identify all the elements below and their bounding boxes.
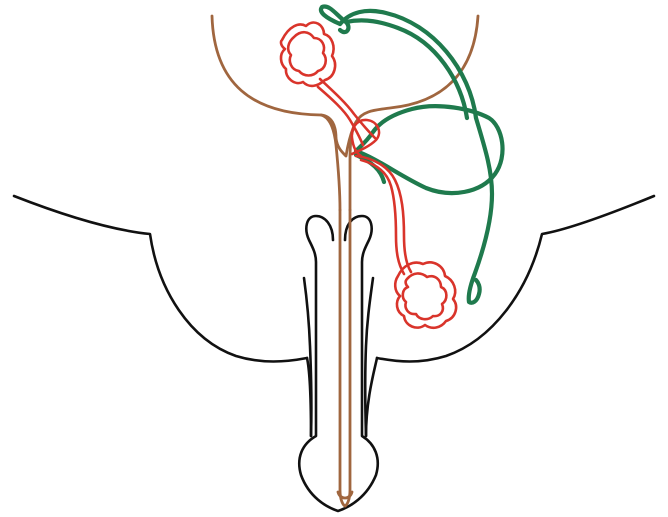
gland-inner-top xyxy=(346,20,467,118)
upper-gonad-duct xyxy=(320,79,375,138)
lower-gonad-inner xyxy=(403,273,447,319)
bladder-neck-left xyxy=(321,115,340,210)
upper-gonad-inner xyxy=(288,32,326,75)
gland-main-body xyxy=(356,106,503,193)
gland-top-loop xyxy=(340,11,476,118)
body-outline-right xyxy=(377,196,654,362)
urethra-left xyxy=(340,210,345,506)
urethra-right xyxy=(345,210,350,506)
body-outline-left xyxy=(14,196,307,362)
gland-right-arm xyxy=(469,118,492,303)
penis-base-right xyxy=(366,358,377,436)
bladder-outline xyxy=(212,16,478,156)
gland-top-left-hook xyxy=(321,7,349,33)
